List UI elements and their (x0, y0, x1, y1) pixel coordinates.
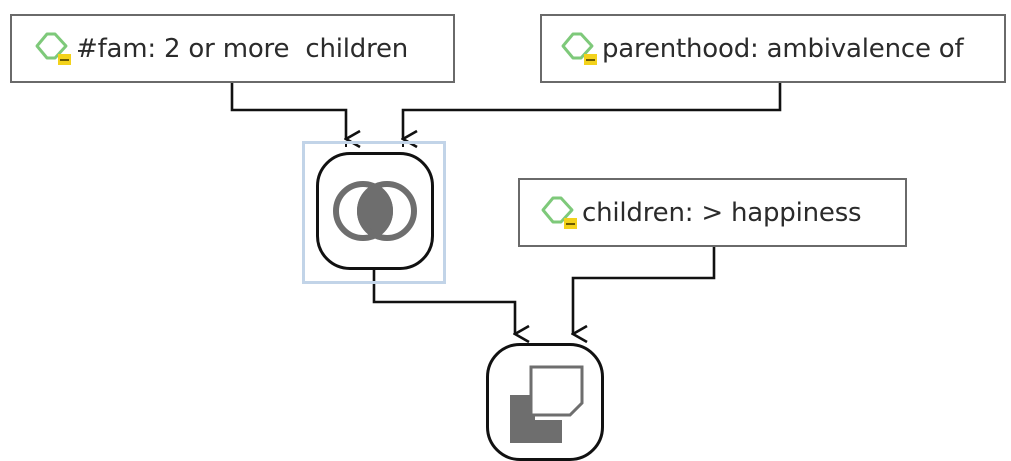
edge-intersect-to-overlap (372, 268, 515, 334)
edge-happiness-to-overlap (573, 246, 716, 334)
intersection-icon (333, 181, 417, 241)
code-label-happiness: children: > happiness (582, 197, 862, 228)
operator-node-intersection[interactable] (316, 152, 434, 270)
code-node-parenthood[interactable]: parenthood: ambivalence of (540, 14, 1006, 83)
code-node-happiness[interactable]: children: > happiness (518, 178, 907, 247)
code-tag-icon (35, 32, 71, 65)
code-label-fam: #fam: 2 or more children (76, 33, 409, 64)
overlap-squares-icon (510, 365, 584, 443)
operator-node-overlap[interactable] (486, 343, 604, 461)
code-tag-icon (541, 196, 577, 229)
code-node-fam[interactable]: #fam: 2 or more children (10, 14, 455, 83)
code-tag-icon (561, 32, 597, 65)
edge-fam-to-intersect (230, 82, 346, 139)
edge-parenthood-to-intersect (403, 82, 782, 139)
code-label-parenthood: parenthood: ambivalence of (602, 33, 964, 64)
selection-frame (302, 141, 446, 284)
